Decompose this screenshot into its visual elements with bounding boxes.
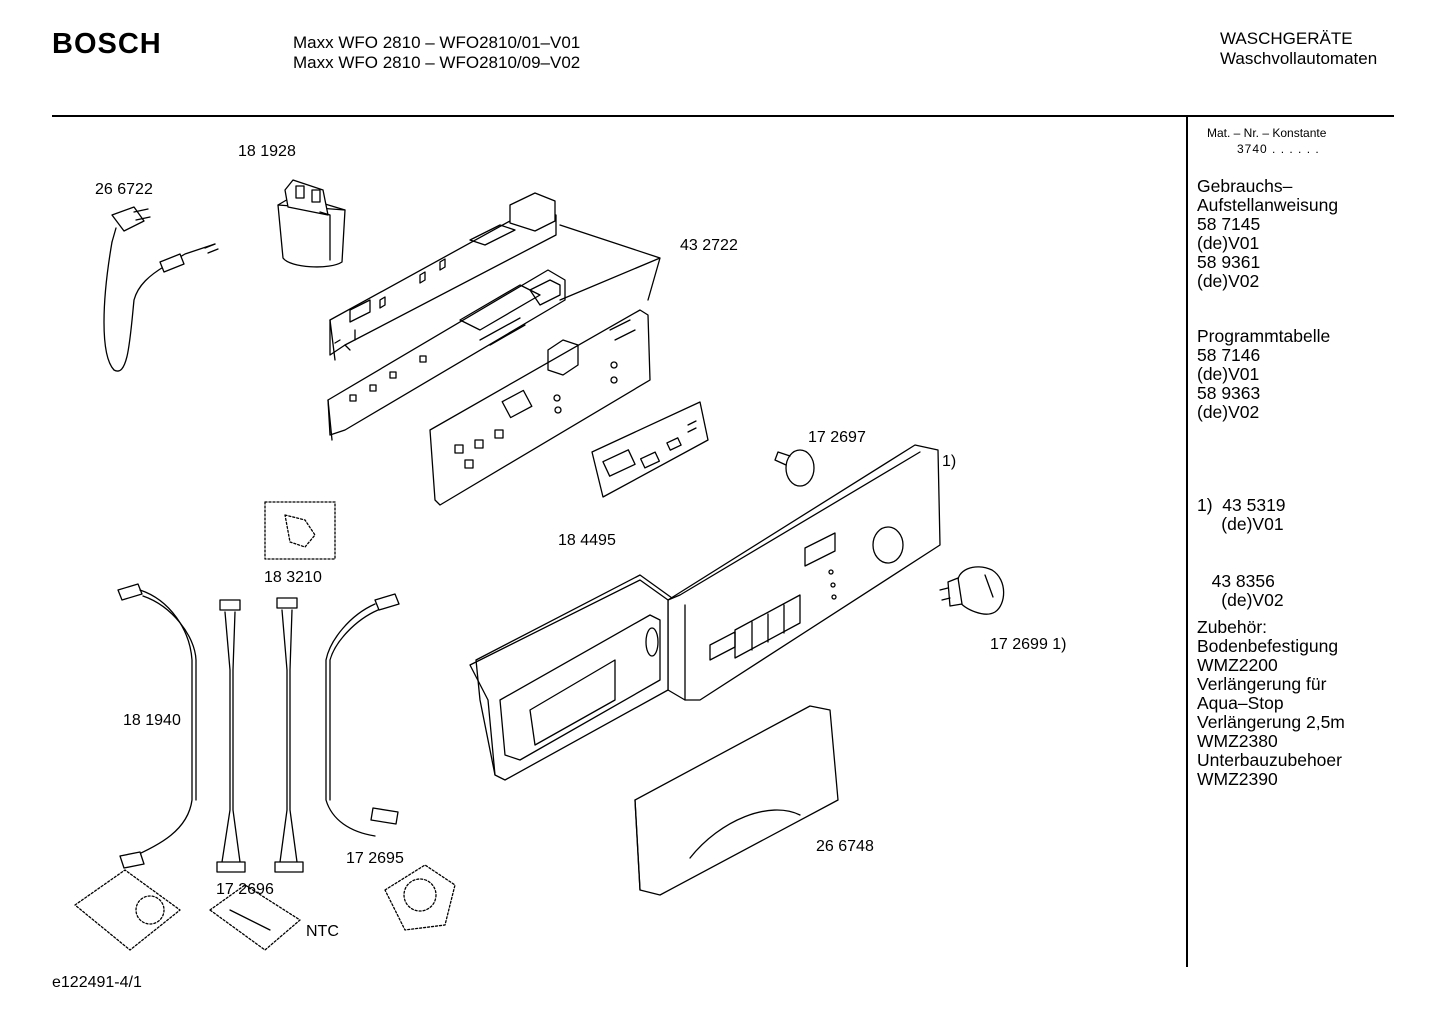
part-label-172697: 17 2697 [808,429,866,446]
control-panel-fascia-part [667,444,941,701]
wiring-harness-181940 [117,583,197,869]
category-line-2: Waschvollautomaten [1220,49,1378,68]
wiring-harness-172695 [325,593,400,837]
heater-accessory-part [384,864,456,931]
circuit-board-part [429,309,651,506]
display-board-part [591,401,709,498]
part-label-266722: 26 6722 [95,181,153,198]
selector-knob-part [939,566,1005,615]
part-label-266748: 26 6748 [816,838,874,855]
part-label-181940: 18 1940 [123,712,181,729]
category-line-1: WASCHGERÄTE [1220,29,1353,48]
model-line-2: Maxx WFO 2810 – WFO2810/09–V02 [293,53,581,72]
power-cord-part [103,206,219,372]
leader-lines-432722 [559,224,661,301]
part-label-183210: 18 3210 [264,569,322,586]
interference-capacitor-part [277,179,346,268]
pump-accessory-part [74,869,181,951]
part-note-1: 1) [942,453,957,470]
header-divider [52,115,1394,117]
drawing-id: e122491-4/1 [52,974,142,991]
ntc-sensor-part [209,884,301,951]
part-label-181928: 18 1928 [238,143,296,160]
sensor-spare-part [264,501,336,560]
knob-axle-part [774,449,815,487]
control-module-housing-part [329,192,557,361]
drawer-frame-part [469,574,673,781]
part-label-432722: 43 2722 [680,237,738,254]
sidebar-block-manual: Gebrauchs–Aufstellanweisung 58 7145(de)V… [1197,176,1339,291]
part-label-172696: 17 2696 [216,881,274,898]
part-label-172695: 17 2695 [346,850,404,867]
mat-nr-value: 3740 . . . . . . [1237,142,1320,156]
sidebar-divider [1186,117,1188,967]
model-line-1: Maxx WFO 2810 – WFO2810/01–V01 [293,33,581,52]
exploded-parts-diagram [74,179,1005,951]
part-label-184495: 18 4495 [558,532,616,549]
part-label-172699: 17 2699 1) [990,636,1067,653]
control-module-frame-part [327,269,566,441]
mat-nr-title: Mat. – Nr. – Konstante [1207,126,1327,140]
sidebar-block-note: 1) 43 5319 (de)V01 43 8356 (de)V02 [1197,495,1286,610]
brand-logo: BOSCH [52,28,162,60]
wiring-harness-172696 [216,597,304,873]
part-label-ntc: NTC [306,923,339,940]
drawer-front-part [634,705,839,896]
